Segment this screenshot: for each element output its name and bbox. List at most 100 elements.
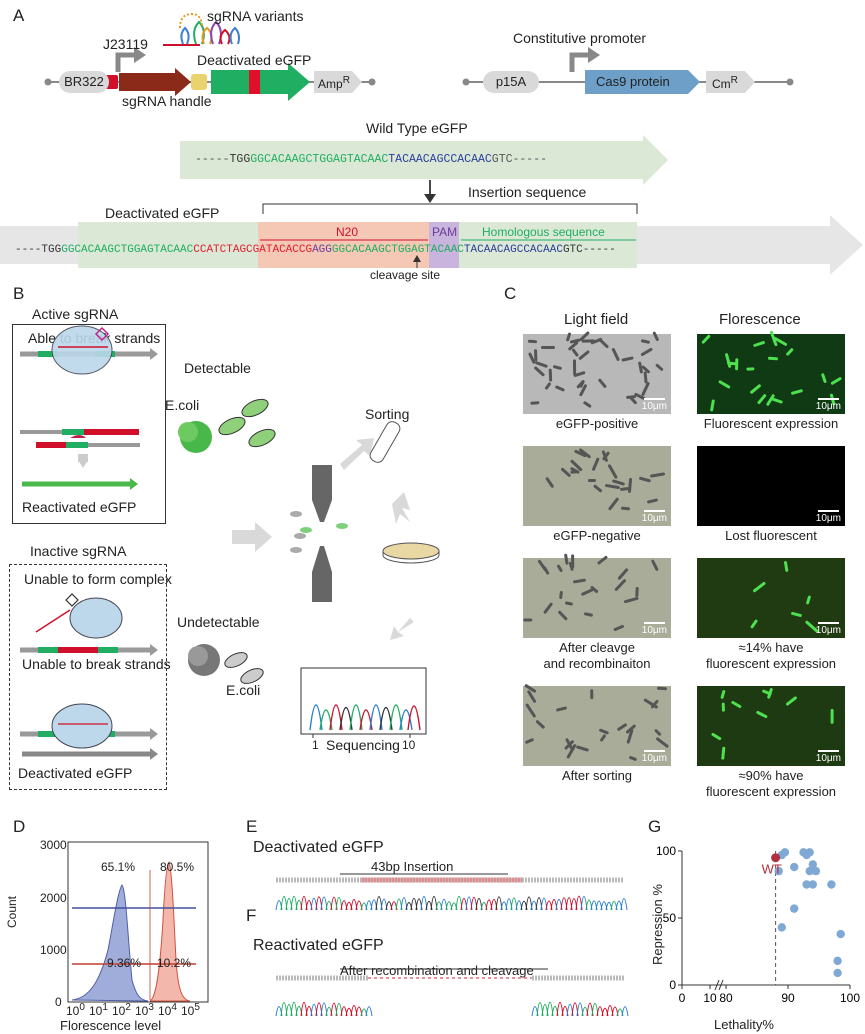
wild-type-egfp-title: Wild Type eGFP <box>366 120 468 136</box>
micrograph-fluor-1: 10μm <box>697 329 845 414</box>
d-ytick-2000: 2000 <box>40 891 67 905</box>
insertion-43bp-label: 43bp Insertion <box>371 859 454 874</box>
d-xtick-0: 100 <box>66 1002 85 1018</box>
trace-peak <box>365 1006 373 1017</box>
panel-b-graphic <box>20 325 440 760</box>
g-axis-break <box>718 979 724 991</box>
gate-hi-right: 80.5% <box>160 860 195 874</box>
deactivated-sequence: ----TGGGGCACAAGCTGGAGTACAACCCATCTAGCGATA… <box>15 244 616 256</box>
panel-f-letter: F <box>246 906 257 925</box>
cm-resistance-label: CmR <box>712 75 738 91</box>
reactivated-egfp-label: Reactivated eGFP <box>22 499 137 515</box>
unable-complex-label: Unable to form complex <box>24 571 172 587</box>
seq-axis-10: 10 <box>402 738 416 752</box>
d-xtick-1: 101 <box>89 1002 108 1018</box>
scale-bar: 10μm <box>815 622 841 636</box>
active-sgrna-box <box>12 324 166 524</box>
g-data-point <box>836 929 845 939</box>
g-xtick-label: 80 <box>719 991 733 1005</box>
deactivated-egfp-top-label: Deactivated eGFP <box>197 52 312 68</box>
ecoli-top-label: E.coli <box>165 397 200 413</box>
g-xtick-label: 90 <box>781 991 795 1005</box>
g-data-point <box>827 880 836 889</box>
g-data-point <box>805 866 814 876</box>
d-xtick-4: 104 <box>158 1002 177 1018</box>
micrograph-caption-light-4: After sorting <box>561 768 633 783</box>
micrograph-fluor-4: 10μm <box>697 686 845 766</box>
d-xtick-3: 103 <box>135 1002 154 1018</box>
detectable-label: Detectable <box>184 360 251 376</box>
g-data-point <box>811 866 821 876</box>
panel-g-letter: G <box>648 817 662 836</box>
j23119-label: J23119 <box>103 36 148 52</box>
panel-e-title: Deactivated eGFP <box>253 839 384 856</box>
d-xlabel: Florescence level <box>60 1018 162 1033</box>
inactive-sgrna-label: Inactive sgRNA <box>30 543 127 559</box>
g-data-point <box>774 866 783 876</box>
micrograph-caption-light-1: eGFP-positive <box>555 416 639 431</box>
micrograph-light-3: 10μm <box>523 553 671 638</box>
g-data-point <box>777 923 786 932</box>
sgrna-variants-label: sgRNA variants <box>207 8 304 24</box>
trace-peak <box>620 898 628 911</box>
micrograph-caption-light-2: eGFP-negative <box>553 528 641 543</box>
sequencing-label: Sequencing <box>326 737 400 753</box>
scale-bar: 10μm <box>641 510 667 524</box>
chromatogram-traces <box>275 873 629 1017</box>
flow-histogram <box>67 841 209 1003</box>
g-data-point <box>808 860 817 869</box>
micrograph-fluor-3: 10μm <box>697 558 845 638</box>
g-data-point <box>790 862 799 872</box>
deactivated-egfp-b-label: Deactivated eGFP <box>18 765 133 781</box>
unable-break-label: Unable to break strands <box>22 656 171 672</box>
panel-d-letter: D <box>13 817 26 836</box>
g-axis-break <box>714 979 720 991</box>
scale-bar: 10μm <box>641 622 667 636</box>
panel-c-letter: C <box>504 284 517 303</box>
panel-e-letter: E <box>246 817 258 836</box>
d-xtick-2: 102 <box>112 1002 131 1018</box>
d-ytick-3000: 3000 <box>40 838 67 852</box>
light-field-header: Light field <box>564 311 629 328</box>
scale-bar: 10μm <box>641 398 667 412</box>
undetectable-label: Undetectable <box>177 614 260 630</box>
trace-peak <box>621 1006 629 1017</box>
inactive-sgrna-box <box>9 564 167 790</box>
scale-bar: 10μm <box>641 750 667 764</box>
panel-b-letter: B <box>13 284 25 303</box>
g-data-point <box>802 880 811 889</box>
scale-bar: 10μm <box>815 398 841 412</box>
wild-type-sequence: -----TGGGGCACAAGCTGGAGTACAACTACAACAGCCAC… <box>195 153 548 166</box>
g-xlabel: Lethality% <box>714 1017 774 1032</box>
panel-a-letter: A <box>13 6 25 25</box>
g-data-point <box>808 880 817 889</box>
g-ytick-label: 100 <box>656 844 676 858</box>
g-xtick-label: 0 <box>679 991 686 1005</box>
constitutive-promoter-label: Constitutive promoter <box>513 30 647 46</box>
n20-label: N20 <box>336 225 359 239</box>
pam-label: PAM <box>432 225 458 239</box>
panel-a-graphic <box>0 12 863 275</box>
micrograph-light-4: 10μm <box>523 683 671 766</box>
p15a-origin: p15A <box>483 71 539 93</box>
scale-bar: 10μm <box>815 510 841 524</box>
micrograph-light-2: 10μm <box>523 446 671 526</box>
g-wt-point <box>771 853 781 863</box>
micrograph-caption-fluor-2: Lost fluorescent <box>725 528 817 543</box>
micrograph-caption-fluor-1: Fluorescent expression <box>703 416 839 431</box>
g-xtick-label: 100 <box>840 991 860 1005</box>
panel-f-title: Reactivated eGFP <box>253 937 384 954</box>
g-data-point <box>780 848 790 857</box>
g-data-point <box>833 956 842 966</box>
gate-lo-right: 10.2% <box>157 956 192 970</box>
ecoli-bottom-label: E.coli <box>226 682 261 698</box>
sorting-label: Sorting <box>365 406 410 422</box>
deactivated-egfp-seq-title: Deactivated eGFP <box>105 205 220 221</box>
cas9-label: Cas9 protein <box>596 74 670 89</box>
amp-resistance-label: AmpR <box>318 75 350 91</box>
seq-axis-1: 1 <box>312 738 319 752</box>
d-ytick-0: 0 <box>55 995 62 1009</box>
